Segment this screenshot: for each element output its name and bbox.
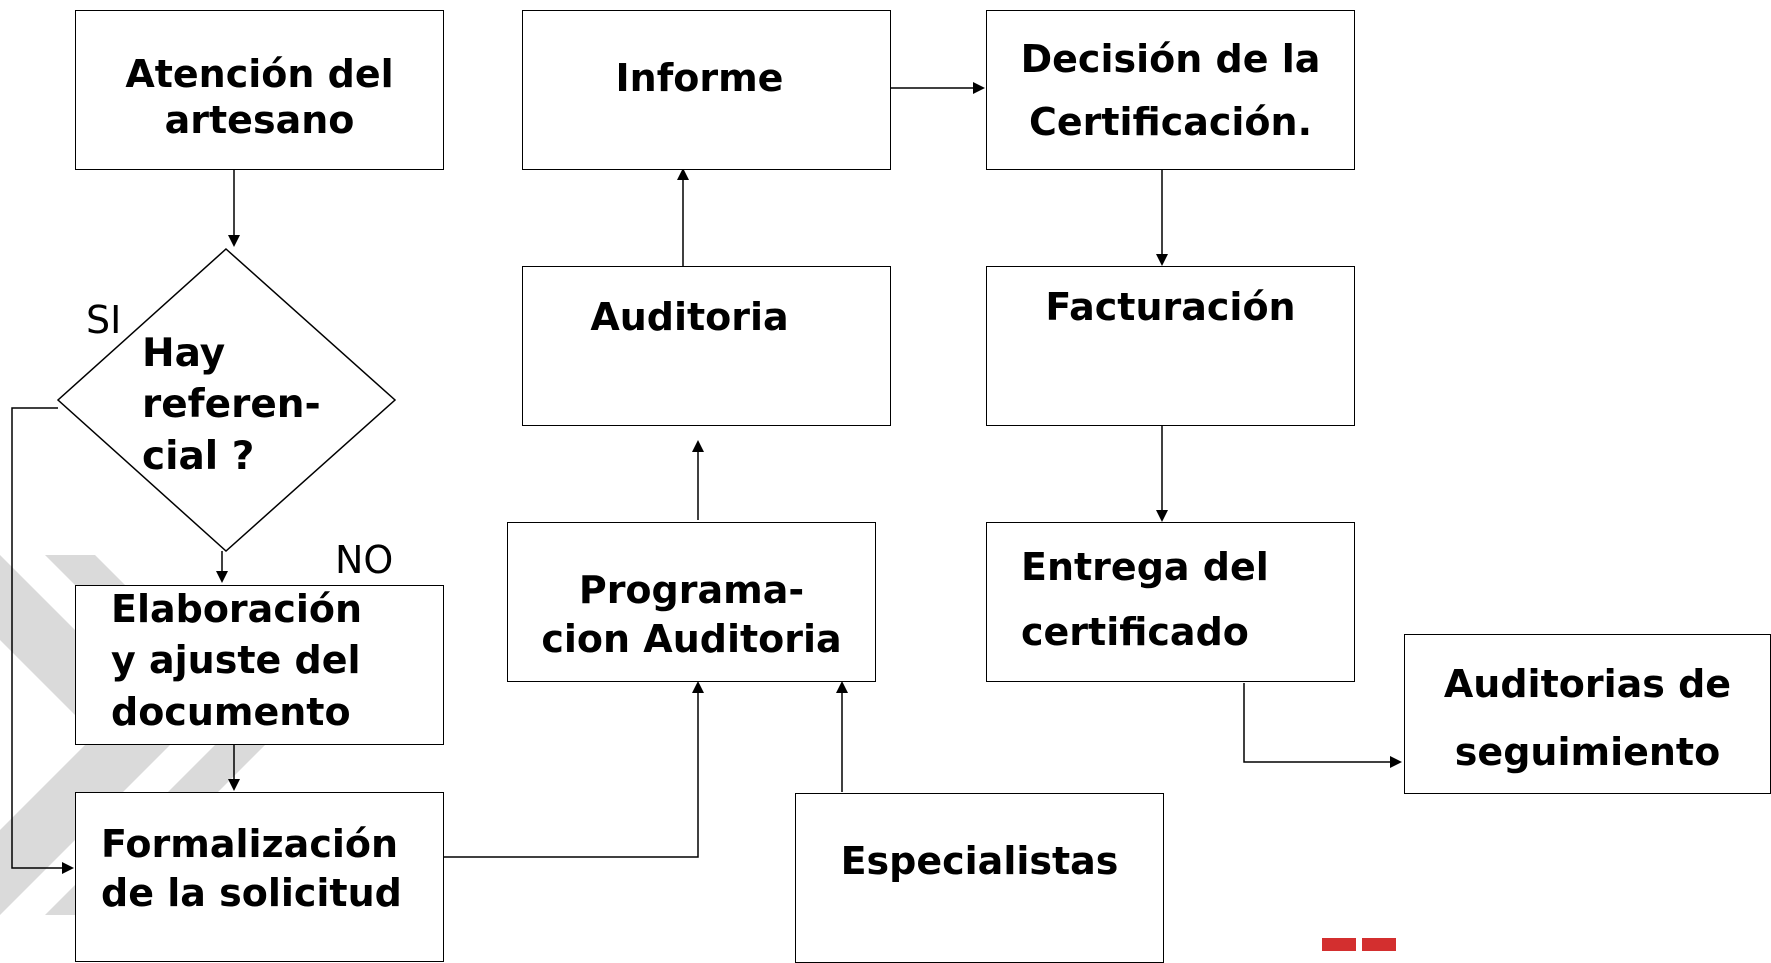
node-formalizacion-box — [75, 792, 444, 962]
branch-label-si: SI — [86, 298, 122, 342]
node-decision-label: Hay referen- cial ? — [142, 331, 321, 479]
node-formalizacion-label: Formalización de la solicitud — [101, 822, 402, 916]
node-entrega-box — [986, 522, 1355, 682]
node-programacion-box — [507, 522, 876, 682]
node-auditoria-box — [522, 266, 891, 426]
node-decision-cert-label: Decisión de la Certificación. — [1020, 37, 1321, 144]
node-atencion-label: Atención del artesano — [125, 52, 394, 143]
connectors — [11, 82, 1402, 874]
logo-fragment — [1322, 938, 1396, 951]
node-entrega-label: Entrega del certificado — [1021, 545, 1269, 655]
arrow-formalizacion-to-programacion — [443, 681, 704, 858]
node-seguimiento-box — [1404, 634, 1771, 794]
branch-label-no: NO — [335, 538, 394, 582]
node-programacion-label: Programa- cion Auditoria — [541, 568, 842, 661]
node-especialistas-label: Especialistas — [840, 839, 1119, 883]
node-elaboracion-label: Elaboración y ajuste del documento — [111, 587, 363, 734]
node-auditoria-label: Auditoria — [590, 295, 789, 339]
node-elaboracion-box — [75, 585, 444, 745]
decision-diamond — [56, 247, 397, 553]
node-seguimiento-label: Auditorias de seguimiento — [1443, 662, 1732, 775]
node-informe-box — [522, 10, 891, 170]
arrow-decision-si-to-formalizacion — [11, 407, 74, 874]
node-especialistas-box — [795, 793, 1164, 963]
node-decision-cert-box — [986, 10, 1355, 170]
node-facturacion-box — [986, 266, 1355, 426]
node-facturacion-label: Facturación — [1045, 285, 1296, 329]
node-informe-label: Informe — [615, 56, 784, 100]
arrow-entrega-to-seguimiento — [1243, 683, 1402, 768]
node-atencion-box — [75, 10, 444, 170]
